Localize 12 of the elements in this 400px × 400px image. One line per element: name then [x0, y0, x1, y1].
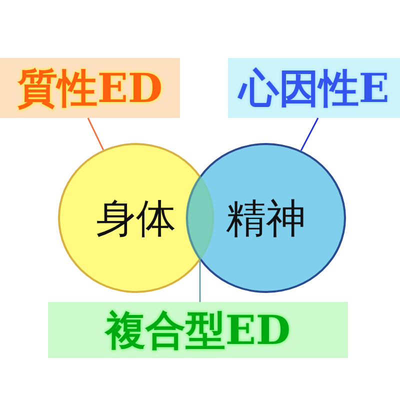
category-text: 心因性E	[238, 64, 390, 114]
category-label	[228, 58, 400, 118]
leader-line	[87, 118, 104, 150]
leader-line	[199, 261, 201, 302]
category-text: 複合型ED	[105, 306, 291, 356]
category-text: 質性ED	[17, 64, 163, 114]
circle-label: 身体	[96, 194, 176, 244]
category-label	[0, 58, 180, 118]
category-label	[48, 302, 348, 358]
overlap-region	[186, 175, 214, 261]
circle-label: 精神	[226, 194, 306, 244]
leader-line	[300, 118, 319, 151]
